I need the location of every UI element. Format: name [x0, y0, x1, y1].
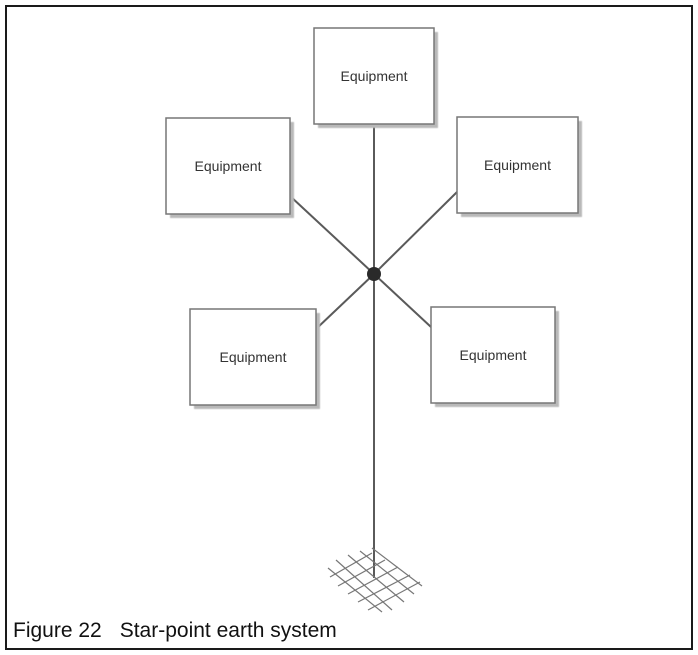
- equipment-box-upper-left: Equipment: [165, 117, 294, 218]
- earth-grid-icon: [327, 547, 423, 613]
- equipment-label: Equipment: [460, 347, 527, 363]
- equipment-box-rect: [189, 308, 317, 406]
- equipment-box-rect: [165, 117, 291, 215]
- line-upper-left: [289, 195, 375, 275]
- equipment-box-lower-right: Equipment: [430, 306, 559, 407]
- figure-number: Figure 22: [13, 619, 102, 642]
- line-lower-right: [373, 273, 432, 328]
- equipment-label: Equipment: [195, 158, 262, 174]
- equipment-box-lower-left: Equipment: [189, 308, 320, 409]
- figure-caption: Figure 22 Star-point earth system: [13, 619, 337, 643]
- equipment-label: Equipment: [220, 349, 287, 365]
- equipment-label: Equipment: [484, 157, 551, 173]
- line-upper-right: [373, 191, 458, 275]
- figure-title: Star-point earth system: [119, 619, 337, 642]
- equipment-box-top: Equipment: [313, 27, 438, 128]
- connection-lines: [289, 124, 458, 578]
- equipment-box-rect: [430, 306, 556, 404]
- equipment-box-rect: [456, 116, 579, 214]
- equipment-box-upper-right: Equipment: [456, 116, 582, 217]
- equipment-label: Equipment: [341, 68, 408, 84]
- star-point-icon: [367, 267, 381, 281]
- equipment-box-rect: [313, 27, 435, 125]
- line-lower-left: [315, 273, 375, 330]
